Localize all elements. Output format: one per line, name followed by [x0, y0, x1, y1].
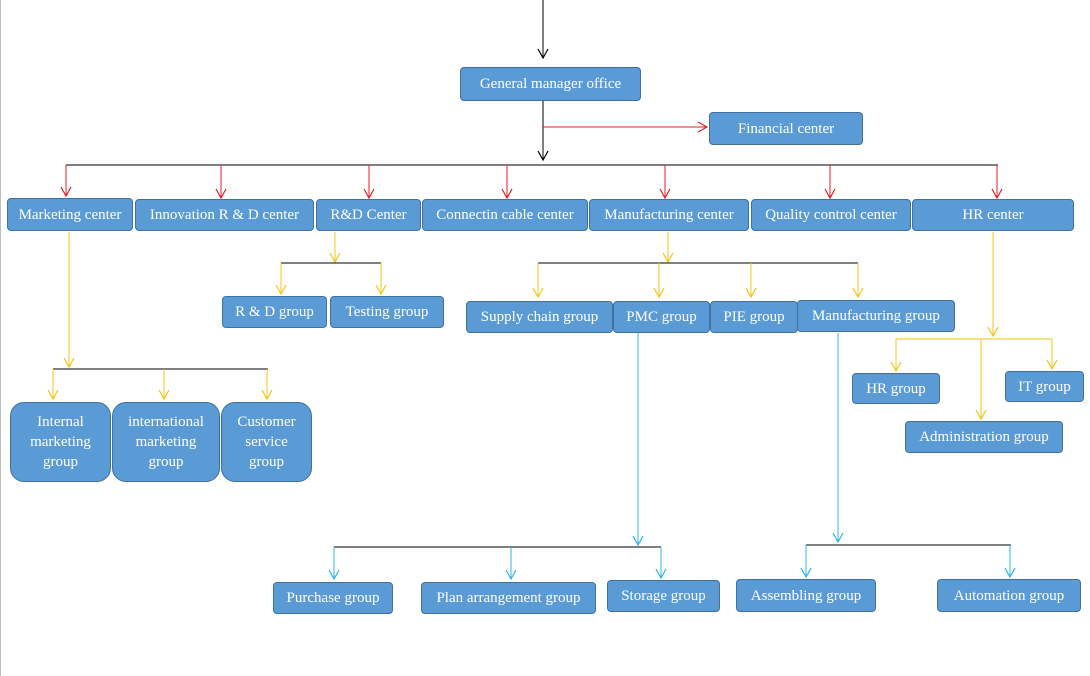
node-label: HR center	[962, 207, 1024, 223]
node-label: Marketing center	[18, 206, 122, 223]
node-it-group: IT group	[1005, 371, 1084, 402]
node-pmc-group: PMC group	[613, 301, 710, 333]
node-assembling-group: Assembling group	[736, 579, 876, 612]
node-label: Connectin cable center	[436, 207, 574, 223]
node-label: R&D Center	[330, 207, 407, 223]
left-frame-border	[0, 0, 1, 676]
node-innovation-rd-center: Innovation R & D center	[135, 199, 314, 231]
node-hr-center: HR center	[912, 199, 1074, 231]
node-quality-control-center: Quality control center	[751, 199, 911, 231]
node-connectin-cable-center: Connectin cable center	[422, 199, 588, 231]
node-plan-arrangement-group: Plan arrangement group	[421, 582, 596, 614]
node-label: IT group	[1018, 378, 1071, 395]
node-internal-marketing-group: Internal marketing group	[10, 402, 111, 482]
node-label: Assembling group	[750, 587, 862, 604]
node-label: HR group	[866, 380, 926, 397]
node-label: Supply chain group	[480, 309, 599, 325]
node-label: Quality control center	[765, 207, 897, 223]
node-rd-group: R & D group	[222, 296, 327, 328]
node-label: PIE group	[723, 309, 785, 325]
node-supply-chain-group: Supply chain group	[466, 301, 613, 333]
node-international-marketing-group: international marketing group	[112, 402, 220, 482]
node-administration-group: Administration group	[905, 421, 1063, 453]
node-automation-group: Automation group	[937, 579, 1081, 612]
node-label: Customer service group	[237, 414, 296, 470]
node-label: Manufacturing center	[604, 207, 734, 223]
node-label: Purchase group	[286, 590, 380, 606]
node-label: Administration group	[919, 429, 1049, 445]
node-label: General manager office	[479, 76, 622, 92]
node-purchase-group: Purchase group	[273, 582, 393, 614]
node-financial-center: Financial center	[709, 112, 863, 145]
node-label: Innovation R & D center	[149, 207, 300, 223]
node-customer-service-group: Customer service group	[221, 402, 312, 482]
node-rd-center: R&D Center	[316, 199, 421, 231]
node-testing-group: Testing group	[330, 296, 444, 328]
node-general-manager-office: General manager office	[460, 67, 641, 101]
node-marketing-center: Marketing center	[7, 198, 133, 231]
node-label: Plan arrangement group	[436, 590, 581, 606]
node-label: Storage group	[621, 588, 706, 604]
node-manufacturing-group: Manufacturing group	[797, 300, 955, 332]
node-label: Testing group	[345, 304, 429, 320]
node-label: Manufacturing group	[812, 308, 940, 324]
node-manufacturing-center: Manufacturing center	[589, 199, 749, 231]
node-label: PMC group	[626, 309, 697, 325]
node-pie-group: PIE group	[710, 301, 798, 333]
node-label: Automation group	[953, 587, 1065, 604]
node-label: R & D group	[235, 304, 314, 320]
node-label: international marketing group	[128, 414, 204, 470]
node-storage-group: Storage group	[607, 580, 720, 612]
node-label: Internal marketing group	[30, 414, 91, 470]
node-label: Financial center	[737, 120, 835, 137]
node-hr-group: HR group	[852, 373, 940, 404]
